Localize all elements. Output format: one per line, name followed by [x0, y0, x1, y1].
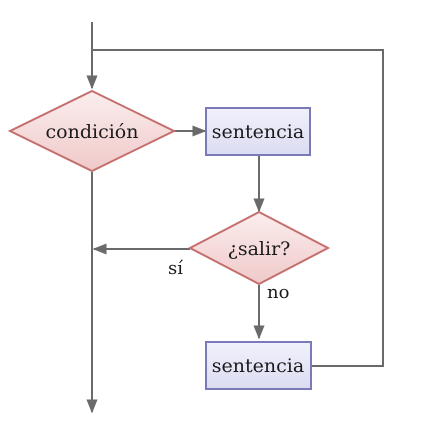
condition-diamond: condición	[7, 89, 177, 173]
statement-1-label: sentencia	[212, 121, 304, 143]
yes-label: sí	[168, 258, 183, 279]
statement-2-label: sentencia	[212, 355, 304, 377]
exit-test-label: ¿salir?	[228, 238, 291, 260]
condition-label: condición	[46, 121, 139, 143]
loop-back-connector	[92, 49, 384, 367]
statement-box-2: sentencia	[205, 341, 312, 390]
no-label: no	[267, 282, 289, 303]
exit-test-diamond: ¿salir?	[187, 210, 331, 286]
statement-box-1: sentencia	[205, 107, 311, 156]
